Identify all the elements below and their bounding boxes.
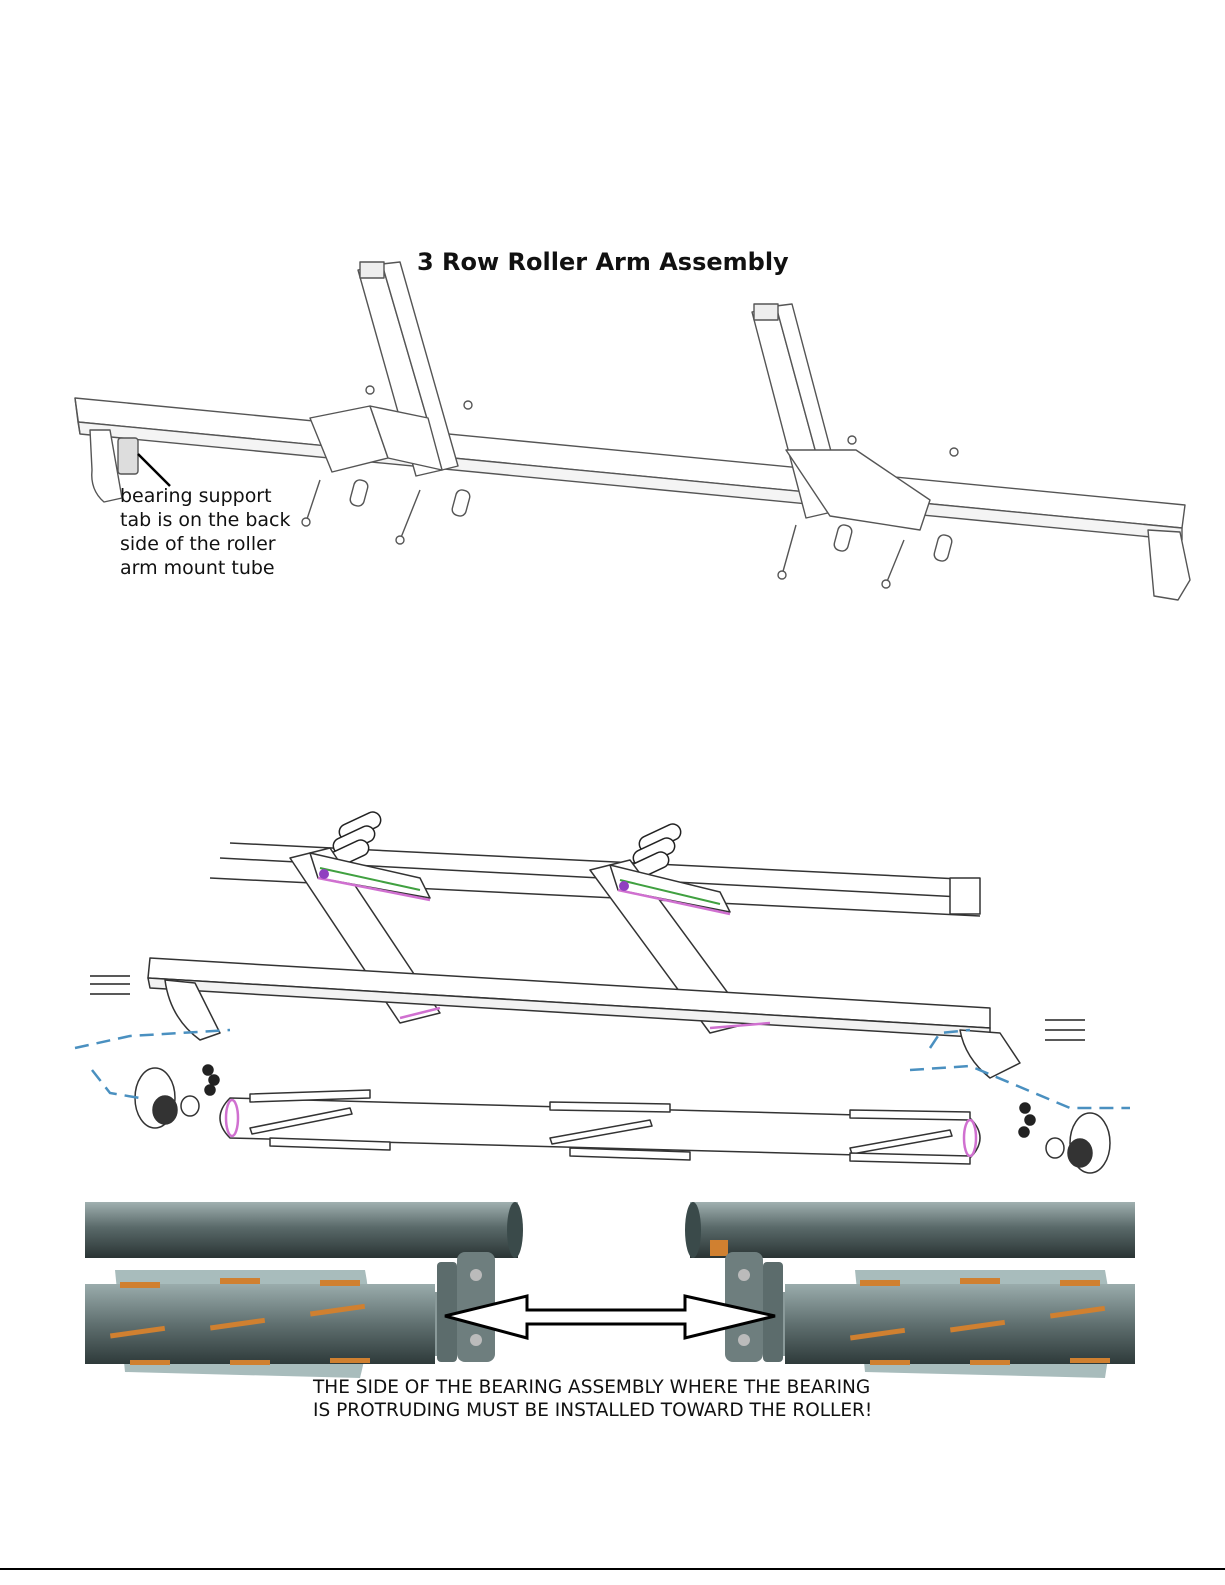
right-roller-detail bbox=[685, 1202, 1135, 1378]
figure-title: 3 Row Roller Arm Assembly bbox=[417, 248, 789, 276]
page-bottom-rule bbox=[0, 1568, 1225, 1570]
callout-line: arm mount tube bbox=[120, 556, 291, 580]
left-roller-detail bbox=[85, 1202, 523, 1378]
warning-line: THE SIDE OF THE BEARING ASSEMBLY WHERE T… bbox=[313, 1376, 872, 1399]
right-bolts bbox=[1019, 1020, 1085, 1137]
callout-line: tab is on the back bbox=[120, 508, 291, 532]
bearing-support-callout: bearing support tab is on the back side … bbox=[120, 484, 291, 580]
right-end-bracket bbox=[960, 1030, 1020, 1078]
left-end-bracket bbox=[90, 430, 122, 502]
roller bbox=[220, 1090, 980, 1164]
pivot-marker bbox=[619, 881, 629, 891]
exploded-roller-drawing bbox=[70, 808, 1155, 1188]
bearing-orientation-render bbox=[85, 1200, 1135, 1382]
left-bearing-assembly bbox=[135, 1068, 199, 1128]
bearing-support-tab bbox=[118, 438, 138, 474]
bearing-orientation-warning: THE SIDE OF THE BEARING ASSEMBLY WHERE T… bbox=[313, 1376, 872, 1422]
back-rail-end bbox=[950, 878, 980, 914]
pivot-marker bbox=[319, 869, 329, 879]
callout-line: bearing support bbox=[120, 484, 291, 508]
callout-line: side of the roller bbox=[120, 532, 291, 556]
right-end-bracket bbox=[1148, 530, 1190, 600]
warning-line: IS PROTRUDING MUST BE INSTALLED TOWARD T… bbox=[313, 1399, 872, 1422]
callout-leader bbox=[138, 454, 170, 486]
right-bearing-assembly bbox=[1046, 1113, 1110, 1173]
